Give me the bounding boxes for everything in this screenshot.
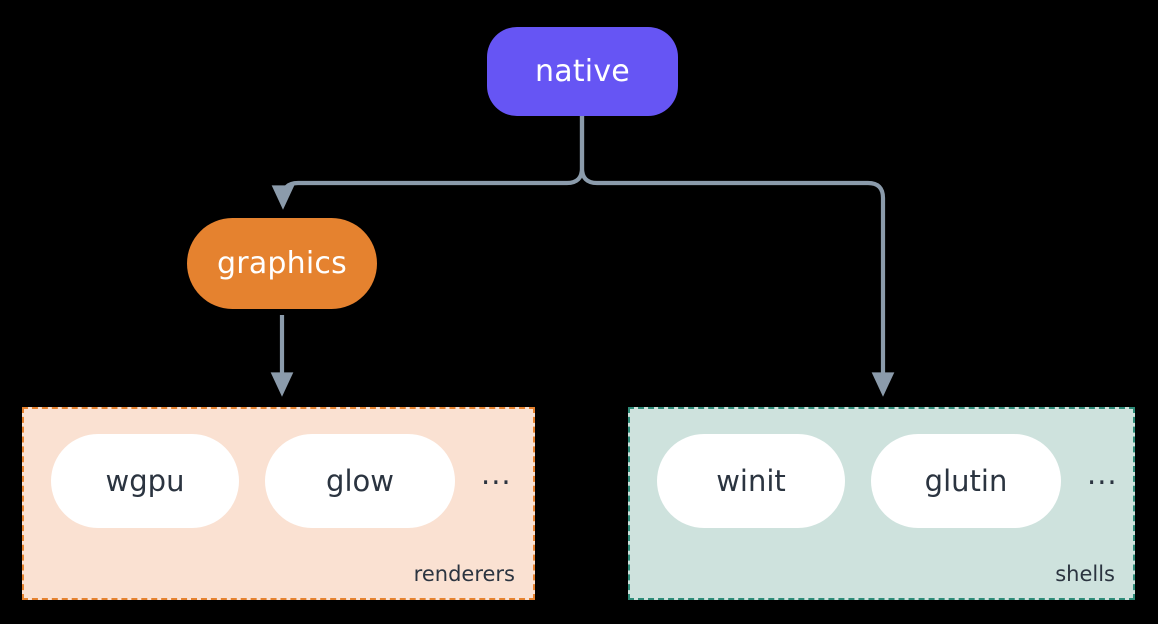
node-graphics[interactable]: graphics [187, 218, 377, 309]
chip-glow-label: glow [326, 464, 394, 498]
group-renderers: wgpu glow ... renderers [22, 407, 535, 600]
chip-wgpu-label: wgpu [105, 464, 185, 498]
edge-native-to-shells [579, 116, 895, 397]
renderers-overflow-ellipsis: ... [481, 456, 512, 491]
node-graphics-label: graphics [217, 246, 347, 281]
group-renderers-items: wgpu glow ... [51, 434, 512, 528]
edge-native-to-graphics [271, 116, 585, 210]
group-shells: winit glutin ... shells [628, 407, 1135, 600]
node-native[interactable]: native [487, 27, 678, 116]
chip-glutin-label: glutin [924, 464, 1008, 498]
chip-wgpu[interactable]: wgpu [51, 434, 239, 528]
chip-glow[interactable]: glow [265, 434, 455, 528]
shells-overflow-ellipsis: ... [1087, 456, 1118, 491]
chip-winit[interactable]: winit [657, 434, 845, 528]
group-shells-label: shells [1055, 562, 1115, 586]
group-renderers-label: renderers [413, 562, 515, 586]
chip-winit-label: winit [716, 464, 786, 498]
group-shells-items: winit glutin ... [657, 434, 1118, 528]
chip-glutin[interactable]: glutin [871, 434, 1061, 528]
node-native-label: native [535, 54, 630, 89]
